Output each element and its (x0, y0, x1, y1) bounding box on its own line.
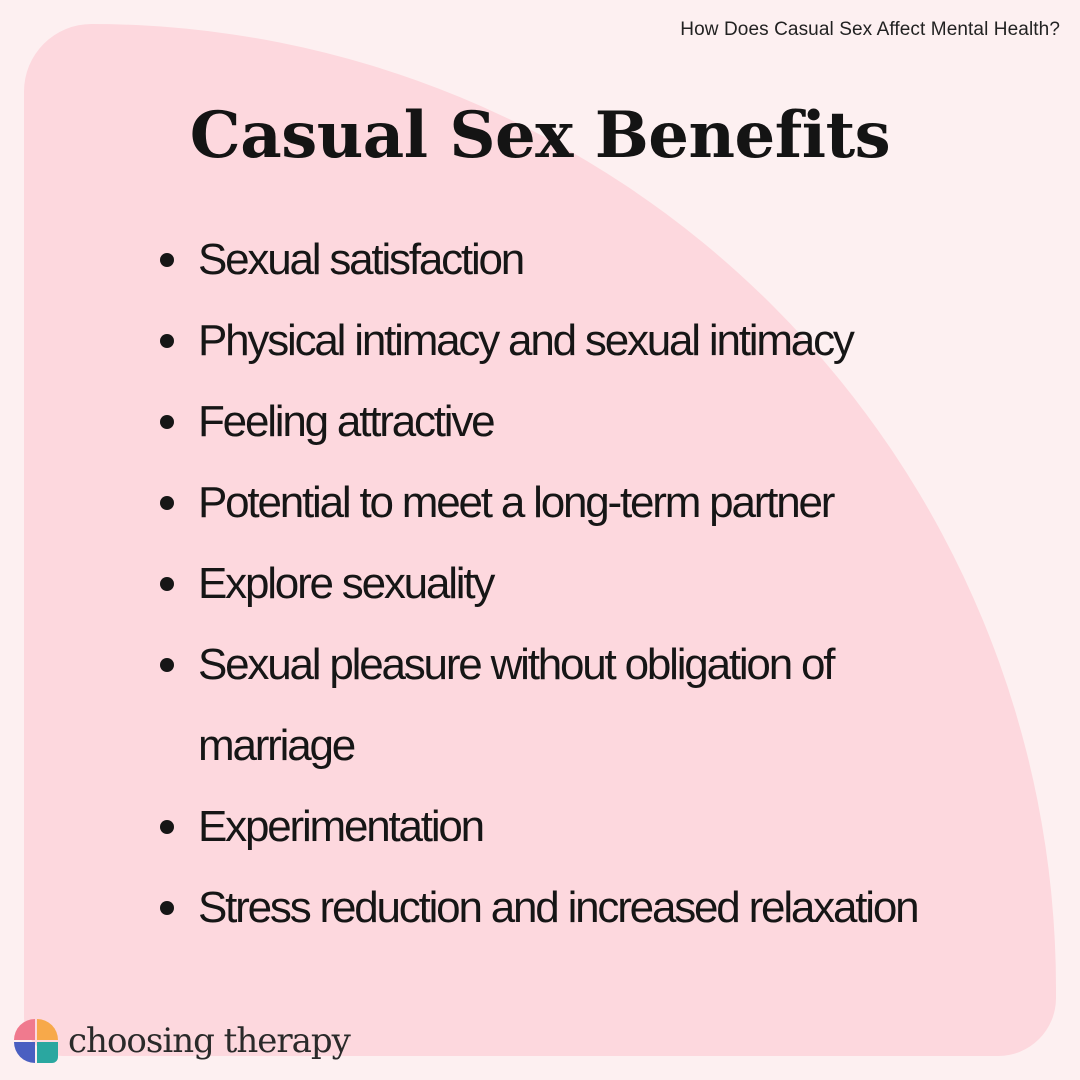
bullet-icon (160, 496, 174, 510)
bullet-icon (160, 253, 174, 267)
brand-logo: choosing therapy (12, 1017, 351, 1065)
bullet-icon (160, 334, 174, 348)
bullet-icon (160, 577, 174, 591)
list-item: Experimentation (158, 786, 1028, 867)
bullet-icon (160, 658, 174, 672)
bullet-icon (160, 901, 174, 915)
list-item-text: Explore sexuality (198, 559, 495, 608)
page-title: Casual Sex Benefits (189, 98, 891, 173)
list-item-text: Physical intimacy and sexual intimacy (198, 316, 855, 365)
list-item-text: Potential to meet a long-term partner (198, 478, 835, 527)
bullet-icon (160, 415, 174, 429)
bullet-icon (160, 820, 174, 834)
list-item: Physical intimacy and sexual intimacy (158, 300, 1028, 381)
list-item: Feeling attractive (158, 381, 1028, 462)
list-item-text: Experimentation (198, 802, 485, 851)
list-item-text: Sexual pleasure without obligation of ma… (198, 640, 836, 770)
brand-name: choosing therapy (68, 1021, 351, 1061)
list-item: Stress reduction and increased relaxatio… (158, 867, 1028, 948)
list-item: Sexual pleasure without obligation of ma… (158, 624, 918, 786)
article-caption: How Does Casual Sex Affect Mental Health… (680, 19, 1060, 40)
list-item: Sexual satisfaction (158, 219, 1028, 300)
benefits-list: Sexual satisfaction Physical intimacy an… (158, 219, 1028, 948)
list-item: Explore sexuality (158, 543, 1028, 624)
list-item: Potential to meet a long-term partner (158, 462, 1028, 543)
list-item-text: Stress reduction and increased relaxatio… (198, 883, 920, 932)
choosing-therapy-logo-icon (12, 1017, 60, 1065)
list-item-text: Sexual satisfaction (198, 235, 525, 284)
list-item-text: Feeling attractive (198, 397, 496, 446)
